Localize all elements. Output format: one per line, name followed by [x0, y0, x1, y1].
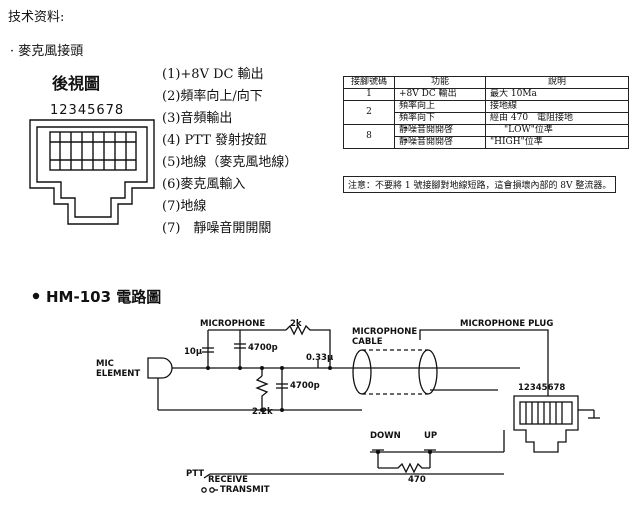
table-header-desc: 說明: [485, 76, 629, 89]
pin-table: 接腳號碼 功能 說明 1 +8V DC 輸出 最大 10Ma 2 頻率向上 接地…: [343, 76, 629, 149]
table-cell-function: 頻率向下: [394, 112, 486, 125]
label-down: DOWN: [370, 431, 401, 441]
table-header-pin: 接腳號碼: [343, 76, 395, 89]
table-cell-pin: 1: [343, 88, 395, 101]
label-mic-element-1: MIC: [96, 359, 114, 369]
table-cell-function: 頻率向上: [394, 100, 486, 113]
table-row: 1 +8V DC 輸出 最大 10Ma: [343, 88, 629, 101]
table-cell-desc: "HIGH"位準: [485, 136, 629, 149]
table-header-row: 接腳號碼 功能 說明: [343, 76, 629, 89]
label-microphone: MICROPHONE: [200, 319, 266, 329]
label-r-2k: 2k: [290, 319, 302, 329]
label-mic-element-2: ELEMENT: [96, 369, 141, 379]
section-title: 技术资料:: [8, 10, 65, 25]
label-c-10u: 10μ: [184, 347, 203, 357]
label-c-4700p-a: 4700p: [248, 343, 278, 353]
label-c-033u: 0.33μ: [306, 353, 334, 363]
table-cell-pin: 2: [343, 100, 395, 125]
table-row: 2 頻率向上 接地線: [343, 100, 629, 125]
table-row: 8 靜噪音開開啓 "LOW"位準: [343, 124, 629, 149]
hm103-circuit-diagram: [147, 324, 600, 493]
label-up: UP: [424, 431, 438, 441]
circuit-title: HM-103 電路圖: [46, 288, 162, 306]
label-r-2-2k: 2.2k: [252, 407, 273, 417]
table-cell-function: +8V DC 輸出: [394, 88, 486, 101]
table-row: 靜噪音開開啓 "HIGH"位準: [344, 136, 629, 149]
table-cell-function: 靜噪音開開啓: [394, 136, 486, 149]
table-cell-desc: "LOW"位準: [485, 124, 629, 137]
connector-inner-outline: [36, 126, 148, 218]
pin-function-8: (7) 靜噪音開開關: [162, 221, 272, 236]
pin-function-1: (1)+8V DC 輸出: [162, 67, 264, 82]
table-cell-desc: 最大 10Ma: [485, 88, 629, 101]
label-mic-plug: MICROPHONE PLUG: [460, 319, 554, 329]
label-c-4700p-b: 4700p: [290, 381, 320, 391]
table-cell-pin: 8: [343, 124, 395, 149]
pin-function-list: (1)+8V DC 輸出 (2)頻率向上/向下 (3)音頻輸出 (4) PTT …: [162, 64, 297, 240]
back-view-title: 後視圖: [52, 74, 101, 93]
resistor-2k: [285, 324, 331, 368]
pin-function-6: (6)麥克風輸入: [162, 177, 246, 192]
cable-end-left: [352, 349, 372, 395]
pin-function-2: (2)頻率向上/向下: [162, 89, 263, 104]
mic-element-symbol: [147, 357, 173, 379]
connector-outline: [29, 119, 155, 225]
label-receive: RECEIVE: [208, 475, 248, 485]
resistor-2-2k: [255, 375, 269, 410]
label-ptt: PTT: [186, 469, 205, 479]
warning-note: 注意：不要將 1 號接腳對地線短路，這會損壞內部的 8V 整流器。: [343, 176, 617, 193]
pin-function-4: (4) PTT 發射按鈕: [162, 133, 268, 148]
resistor-470: [378, 462, 430, 474]
pin-function-3: (3)音頻輸出: [162, 111, 233, 126]
bullet-icon: [32, 292, 40, 300]
pin-function-7: (7)地線: [162, 199, 207, 214]
table-cell-desc: 經由 470 電阻接地: [485, 112, 629, 125]
table-cell-function: 靜噪音開開啓: [394, 124, 486, 137]
label-transmit: TRANSMIT: [220, 485, 270, 495]
pin-function-5: (5)地線（麥克風地線）: [162, 155, 298, 170]
subsection-title: · 麥克風接頭: [10, 44, 84, 59]
microphone-plug-symbol: [513, 395, 579, 453]
label-plug-pins: 12345678: [518, 383, 566, 393]
connector-back-view-drawing: [29, 119, 155, 225]
label-mic-cable-2: CABLE: [352, 337, 383, 347]
label-r-470: 470: [408, 475, 426, 485]
connector-pin-numbers: 12345678: [50, 103, 125, 118]
table-cell-desc: 接地線: [485, 100, 629, 113]
cable-end-right: [418, 349, 438, 395]
label-mic-cable-1: MICROPHONE: [352, 327, 418, 337]
table-header-function: 功能: [394, 76, 486, 89]
